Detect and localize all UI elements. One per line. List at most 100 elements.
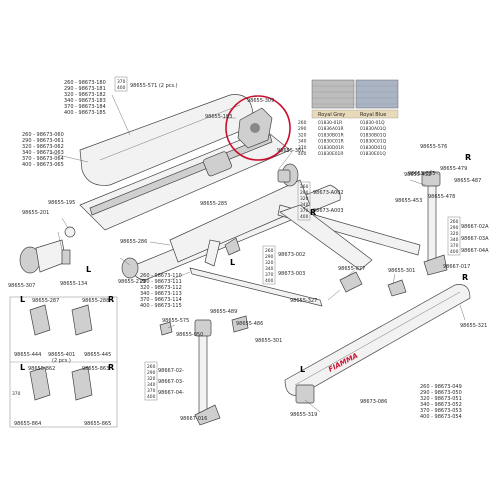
right-arm-part-2 [279,204,373,271]
bracket-575-part [159,321,173,336]
label-98655-301: 98655-301 [388,268,415,274]
part-labels: 260 - 98673-180 290 - 98673-181 320 - 98… [8,76,489,427]
fabric-row-size: 370 [298,145,307,151]
highlight-circle [225,95,291,161]
arm-size-400: 400 [265,278,274,284]
rleg-size-260: 260 [450,219,459,225]
fabric-table-header-bg [311,109,399,119]
fabric-row-code: 01830-01R [318,120,342,126]
size-box-arm-2 [297,181,311,221]
label-98673-181: 290 - 98673-181 [64,86,106,92]
label-98655-864: 98655-864 [14,421,41,427]
size-box-arm [262,245,276,285]
label-98673-086: 98673-086 [360,399,387,405]
label-98655-576: 98655-576 [420,144,447,150]
label-98655-479: 98655-479 [440,166,467,172]
label-98667-02a: 98667-02A [461,224,489,230]
roller-end-part [203,151,232,177]
label-98673-061: 290 - 98673-061 [22,138,64,144]
label-98673-064: 370 - 98673-064 [22,156,64,162]
label-98655-301-b: 98655-301 [255,338,282,344]
label-98655-877: 98655-877 [338,266,365,272]
label-98655-863: 98655-863 [82,366,109,372]
label-size-290: 290 [147,370,156,376]
clip-part [224,237,241,256]
rleg-size-370: 370 [450,243,459,249]
fabric-row-code: 01830C01R [318,139,344,145]
washer-part [64,226,76,238]
profile-edge-line [294,291,461,386]
kit-part-862 [29,366,51,401]
label-400: 400 [117,85,126,91]
label-98655-401: 98655-401 [48,352,75,358]
fabric-row-size: 290 [298,126,307,132]
label-98673-a002: 98673-A002 [313,190,344,196]
right-foot-part [423,254,448,276]
fabric-row-code: 01830C01Q [360,139,387,145]
label-98673-052: 340 - 98673-052 [420,402,462,408]
marker-left-5: L [300,365,305,374]
arm2-size-400: 400 [300,214,309,220]
label-98655-865: 98655-865 [84,421,111,427]
rleg-size-290: 290 [450,225,459,231]
label-98673-050: 290 - 98673-050 [420,390,462,396]
label-98655-319: 98655-319 [290,412,317,418]
label-98673-051: 320 - 98673-051 [420,396,462,402]
label-98655-489: 98655-489 [210,309,237,315]
label-98655-321: 98655-321 [460,323,487,329]
label-98655-050: 98655-050 [176,332,203,338]
size-box-right-leg [447,216,461,256]
rleg-size-320: 320 [450,231,459,237]
leader-lines [49,94,466,413]
label-size-260: 260 [147,364,156,370]
bracket-877-part [339,271,363,293]
label-98673-054: 400 - 98673-054 [420,414,462,420]
right-top-bracket-part [421,171,441,187]
bracket-486-part [231,315,249,333]
fabric-row-size: 340 [298,139,307,145]
kit-part-863 [71,366,93,401]
fabric-row-code: 01830D01R [318,145,344,151]
label-98667-03: 98667-03- [158,379,184,385]
crank-body-part [35,239,67,273]
label-98655-445: 98655-445 [84,352,111,358]
label-size-320: 320 [147,376,156,382]
fabric-row-size: 320 [298,132,307,138]
arm-size-290: 290 [265,254,274,260]
marker-left-3: L [20,363,25,372]
fabric-row-size: 400 [298,151,307,157]
label-98673-063: 340 - 98673-063 [22,150,64,156]
label-98673-053: 370 - 98673-053 [420,408,462,414]
label-98655-575: 98655-575 [162,318,189,324]
label-98655-444: 98655-444 [14,352,41,358]
label-98673-180: 260 - 98673-180 [64,80,106,86]
rleg-size-340: 340 [450,237,459,243]
label-98673-112: 320 - 98673-112 [140,285,182,291]
label-size-400: 400 [147,394,156,400]
label-98655-862: 98655-862 [28,366,55,372]
fabric-row-code: 01830-01Q [360,120,385,126]
label-98673-185: 400 - 98673-185 [64,110,106,116]
fabric-col-grey: Royal Grey [318,112,345,118]
endcap-hole [250,123,260,133]
label-2-pcs: (2 pcs.) [52,358,71,364]
label-kit-370: 370 [12,391,21,397]
side-markers: L L R L R R L R L R [20,153,471,374]
arm-size-260: 260 [265,248,274,254]
fabric-row-code: 01830E01R [318,151,343,157]
bracket-part [61,249,71,265]
fabric-col-blue: Royal Blue [360,112,386,118]
label-98673-060: 260 - 98673-060 [22,132,64,138]
label-98673-049: 260 - 98673-049 [420,384,462,390]
label-98667-016: 98667-016 [180,416,207,422]
kit-part-288 [71,304,93,336]
label-98655-201: 98655-201 [22,210,49,216]
arm2-size-370: 370 [300,208,309,214]
label-98673-002: 98673-002 [278,252,305,258]
marker-left-2: L [20,295,25,304]
label-98655-287: 98655-287 [32,298,59,304]
arm-joint-part [204,239,221,267]
